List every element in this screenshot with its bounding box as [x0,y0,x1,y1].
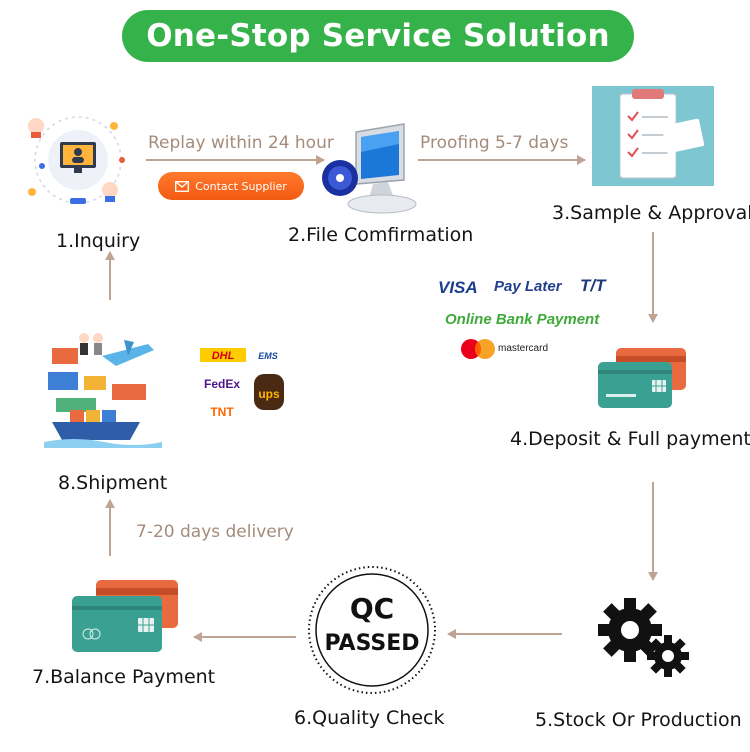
contact-supplier-label: Contact Supplier [195,179,287,193]
step-balance-payment: 7.Balance Payment [32,666,216,688]
qc-passed-stamp: QC PASSED [308,566,436,694]
tt-logo: T/T [580,276,606,295]
gears-icon [598,598,689,677]
tnt-logo: TNT [210,405,234,419]
mastercard-icon [461,339,495,359]
carrier-logos: DHL EMS FedEx ups TNT [200,348,284,419]
shipment-illustration [44,333,162,448]
step-shipment: 8.Shipment [58,472,168,494]
online-bank-logo: Online Bank Payment [445,311,600,328]
mail-icon [175,180,190,192]
fedex-logo: FedEx [204,377,240,391]
mastercard-label: mastercard [498,343,549,354]
computer-illustration [322,123,417,214]
note-proofing-time: Proofing 5-7 days [420,133,569,153]
pay-later-logo: Pay Later [494,278,562,295]
visa-logo: VISA [438,278,478,297]
inquiry-illustration [28,116,125,204]
step-file-confirmation: 2.File Comfirmation [288,224,474,246]
qc-stamp-line2: PASSED [324,631,419,656]
title-banner: One-Stop Service Solution [122,10,634,62]
ups-logo: ups [258,387,280,401]
note-reply-time: Replay within 24 hour [148,133,334,153]
step-stock-production: 5.Stock Or Production [535,709,742,731]
note-delivery-time: 7-20 days delivery [136,522,294,542]
step-deposit-full-payment: 4.Deposit & Full payment [510,428,750,450]
clipboard-illustration [592,86,714,186]
qc-stamp-line1: QC [350,592,394,625]
step-sample-approval: 3.Sample & Approval [552,202,750,224]
contact-supplier-button[interactable]: Contact Supplier [158,172,304,200]
step-inquiry: 1.Inquiry [56,230,141,252]
credit-cards-icon [598,348,686,408]
ems-logo: EMS [258,351,278,361]
balance-cards-icon [72,580,178,652]
step-quality-check: 6.Quality Check [294,707,445,729]
dhl-logo: DHL [212,350,235,362]
page-title: One-Stop Service Solution [146,18,610,54]
